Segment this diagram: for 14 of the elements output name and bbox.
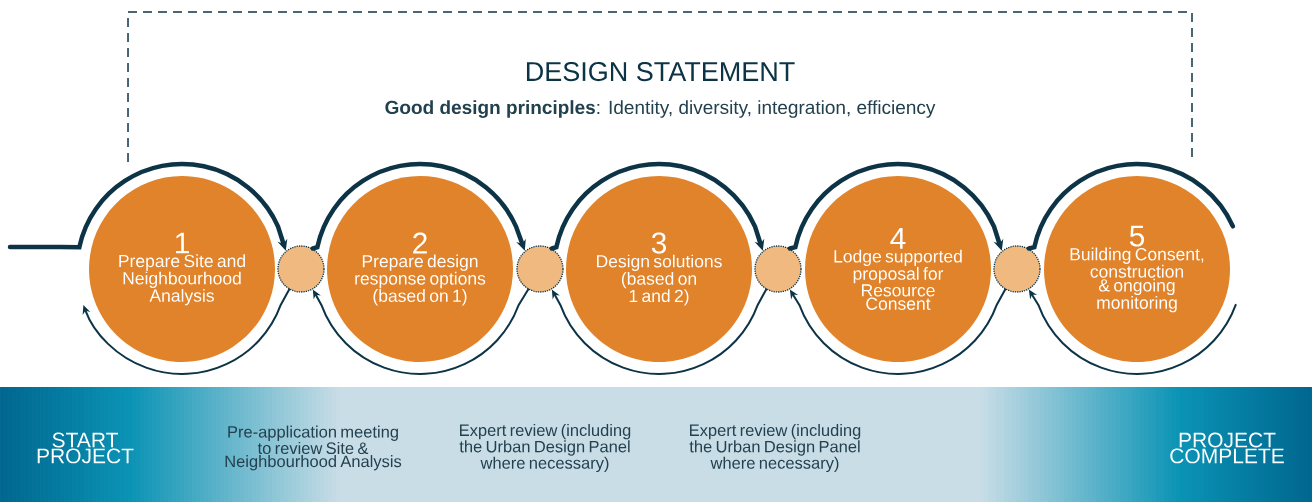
- arrow: [82, 288, 291, 375]
- arrow: [310, 161, 526, 251]
- review-dot: [754, 245, 802, 293]
- review-note: Pre-application meeting to review Site & Neighbourhood Analysis: [225, 425, 402, 471]
- review-note: Expert review (including the Urban Design Panel where necessary): [689, 423, 861, 473]
- review-dot: [516, 245, 564, 293]
- review-note: Expert review (including the Urban Design Panel where necessary): [459, 423, 631, 473]
- band-label: PROJECT COMPLETE: [1170, 432, 1284, 464]
- review-dot: [993, 245, 1041, 293]
- band-label: START PROJECT: [37, 432, 134, 464]
- arrow: [787, 161, 1004, 251]
- review-dot: [277, 245, 325, 293]
- arrow: [549, 161, 765, 251]
- design-statement-box: DESIGN STATEMENT Good design principles: Identity, diversity, integration, efficiency: [127, 11, 1193, 163]
